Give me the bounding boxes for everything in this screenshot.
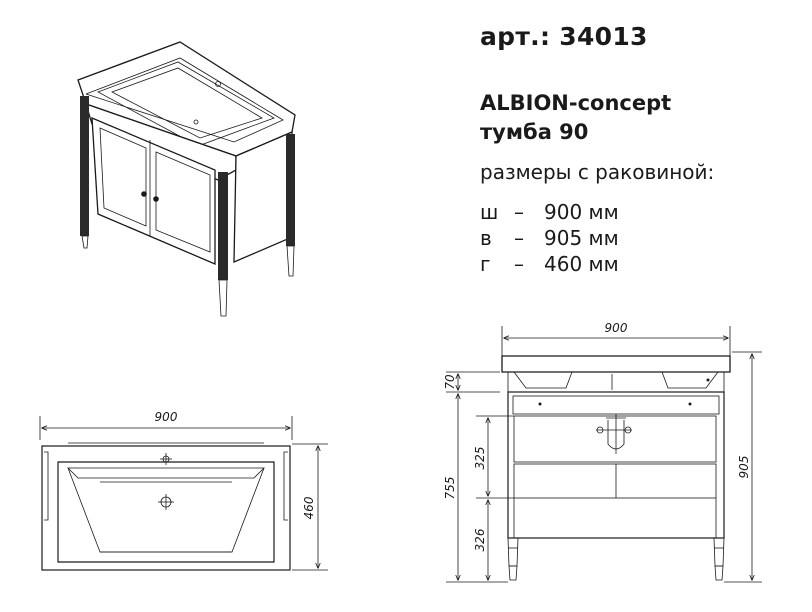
- top-width-label: 900: [155, 410, 178, 424]
- front-view: 900 905 70 755 325 326: [443, 321, 762, 583]
- dimension-depth: г – 460 мм: [480, 251, 800, 277]
- door-handle-icon: [141, 191, 147, 197]
- spec-panel: арт.: 34013 ALBION-concept тумба 90 разм…: [480, 22, 800, 277]
- sink-height-label: 70: [443, 374, 457, 390]
- front-sink-top: [501, 355, 731, 373]
- model-block: ALBION-concept тумба 90: [480, 89, 800, 147]
- dimension-letter: в: [480, 226, 492, 250]
- dimension-dash: –: [514, 252, 524, 276]
- top-view: 900 460: [39, 410, 328, 571]
- front-width-label: 900: [605, 321, 628, 335]
- siphon-icon: [596, 414, 632, 454]
- body-height-label: 755: [443, 477, 457, 500]
- model-name: ALBION-concept: [480, 91, 672, 115]
- lower-section-label: 326: [473, 528, 487, 551]
- dimension-value: 905 мм: [544, 226, 619, 250]
- dimension-dash: –: [514, 200, 524, 224]
- leg-left-front: [80, 96, 89, 236]
- top-depth-label: 460: [302, 496, 316, 519]
- front-body: [507, 391, 725, 539]
- dimension-value: 460 мм: [544, 252, 619, 276]
- dimension-height: в – 905 мм: [480, 225, 800, 251]
- model-type: тумба 90: [480, 120, 589, 144]
- front-total-height-label: 905: [737, 456, 751, 479]
- upper-section-label: 325: [473, 447, 487, 470]
- dimension-letter: ш: [480, 200, 499, 224]
- sizes-heading: размеры с раковиной:: [480, 160, 715, 184]
- dimension-dash: –: [514, 226, 524, 250]
- dimension-letter: г: [480, 252, 491, 276]
- dimension-width: ш – 900 мм: [480, 199, 800, 225]
- dimensions-list: ш – 900 мм в – 905 мм г – 460 мм: [480, 199, 800, 277]
- article-number: арт.: 34013: [480, 22, 648, 51]
- isometric-view: [77, 41, 296, 317]
- leg-right-front: [218, 172, 228, 280]
- door-handle-icon: [153, 196, 159, 202]
- dimension-value: 900 мм: [544, 200, 619, 224]
- leg-right-back: [286, 134, 295, 246]
